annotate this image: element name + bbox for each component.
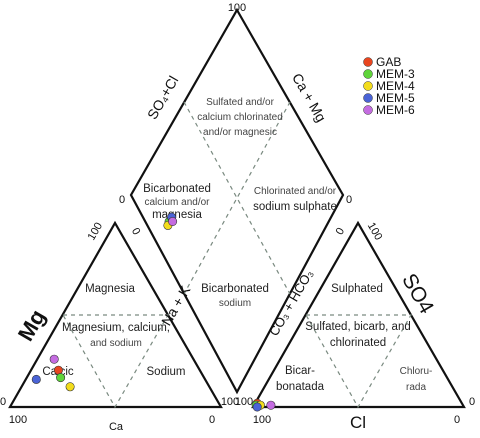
tick-cation-left-bottom: 100 — [9, 414, 27, 426]
region-magnesia: Magnesia — [85, 283, 135, 295]
anion-triangle — [251, 220, 466, 409]
tick-cation-left: 0 — [0, 396, 6, 408]
legend-label-mem-5: MEM-5 — [376, 91, 415, 105]
tick-anion-left: 100 — [235, 396, 253, 408]
region-dia-top-3: and/or magnesic — [203, 127, 277, 138]
axis-label-cl: Cl — [350, 413, 366, 432]
tick-cation-top-right: 0 — [129, 226, 142, 237]
diamond — [129, 7, 345, 395]
region-dia-top-1: Sulfated and/or — [206, 97, 274, 108]
axis-label-ca-mg: Ca + Mg — [289, 70, 330, 124]
region-dia-right-1: Chlorinated and/or — [254, 186, 337, 197]
tick-cation-top-left: 100 — [86, 221, 106, 243]
legend-marker-gab — [363, 57, 373, 67]
region-dia-bottom-1: Bicarbonated — [201, 283, 269, 295]
legend-marker-mem-5 — [363, 93, 373, 103]
tick-cation-right: 100 — [221, 396, 239, 408]
point-diamond-mem-6 — [168, 217, 178, 227]
region-sulphated: Sulphated — [331, 283, 383, 295]
axis-label-mg: Mg — [13, 305, 51, 345]
region-mixed-anion-2: chlorinated — [330, 337, 386, 349]
region-mixed-anion-1: Sulfated, bicarb, and — [305, 321, 411, 333]
tick-cation-right-bottom: 0 — [209, 414, 215, 426]
point-cation-mem-3 — [56, 373, 66, 383]
legend-label-mem-4: MEM-4 — [376, 79, 415, 93]
region-mixed-cation-1: Magnesium, calcium, — [62, 322, 170, 334]
region-chlor-2: rada — [406, 382, 426, 393]
legend-marker-mem-4 — [363, 81, 373, 91]
region-sodium: Sodium — [147, 366, 186, 378]
point-cation-mem-4 — [65, 382, 75, 392]
tick-diamond-top: 100 — [228, 2, 246, 14]
cation-triangle — [8, 220, 223, 409]
legend-marker-mem-6 — [363, 105, 373, 115]
region-bicar-2: bonatada — [276, 381, 325, 393]
legend-marker-mem-3 — [363, 69, 373, 79]
cation-triangle-subdivisions — [62, 314, 170, 409]
point-cation-mem-5 — [31, 374, 41, 384]
axis-label-so4: SO4 — [397, 270, 438, 318]
region-chlor-1: Chloru- — [400, 366, 433, 377]
region-dia-left-1: Bicarbonated — [143, 183, 211, 195]
axis-label-ca: Ca — [109, 421, 124, 433]
tick-anion-left-bottom: 100 — [253, 414, 271, 426]
tick-diamond-right: 0 — [346, 194, 352, 206]
point-anion-mem-5 — [252, 402, 262, 412]
tick-anion-top-left: 0 — [334, 226, 347, 237]
anion-triangle-subdivisions — [305, 314, 413, 409]
data-points — [31, 212, 276, 412]
point-anion-mem-6 — [266, 400, 276, 410]
region-dia-left-2: calcium and/or — [144, 197, 210, 208]
legend-label-gab: GAB — [376, 55, 401, 69]
region-dia-left-3: magnesia — [152, 209, 202, 221]
region-bicar-1: Bicar- — [285, 365, 315, 377]
point-cation-gab — [53, 365, 63, 375]
legend-label-mem-6: MEM-6 — [376, 103, 415, 117]
region-dia-right-2: sodium sulphate — [253, 201, 337, 213]
region-mixed-cation-2: and sodium — [90, 338, 142, 349]
region-dia-bottom-2: sodium — [219, 298, 251, 309]
diamond-frame — [129, 7, 345, 395]
point-cation-mem-6 — [49, 354, 59, 364]
tick-diamond-left: 0 — [119, 194, 125, 206]
legend-label-mem-3: MEM-3 — [376, 67, 415, 81]
region-dia-top-2: calcium chlorinated — [197, 112, 283, 123]
tick-anion-right: 0 — [469, 396, 475, 408]
tick-anion-right-bottom: 0 — [454, 414, 460, 426]
